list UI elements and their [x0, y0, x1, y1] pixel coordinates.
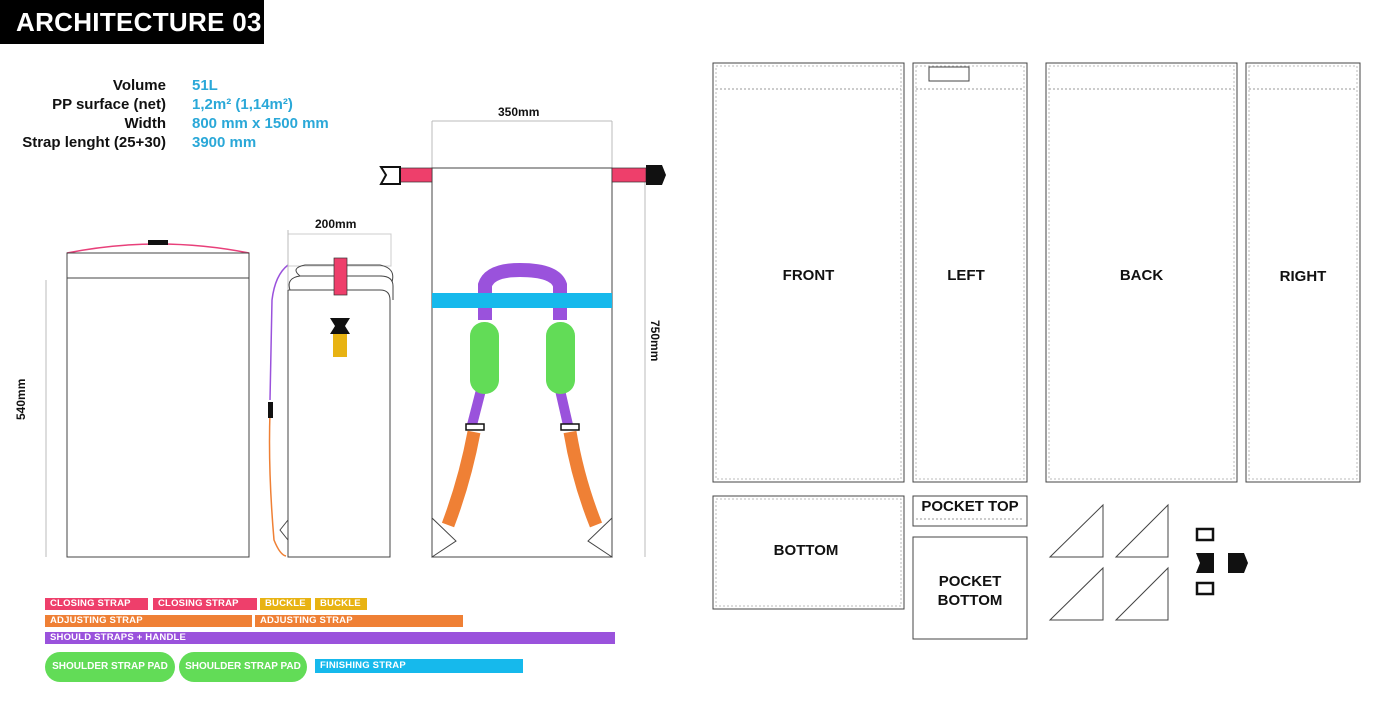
panel-label-pocket-top: POCKET TOP	[921, 498, 1019, 515]
back-strap-left-upper	[467, 388, 486, 427]
legend-shoulder-pad: SHOULDER STRAP PAD	[45, 652, 175, 682]
legend-buckle: BUCKLE	[315, 598, 367, 610]
spec-label: PP surface (net)	[52, 96, 166, 113]
panel-label-bottom: BOTTOM	[773, 542, 839, 559]
panel-label-pocket-bottom-1: POCKET	[938, 573, 1002, 590]
spec-strap-length: Strap lenght (25+30) 3900 mm	[0, 134, 380, 154]
front-view	[45, 240, 250, 558]
legend-finishing-strap: FINISHING STRAP	[315, 659, 523, 673]
buckle-female-icon	[1196, 553, 1214, 573]
panel-left	[912, 62, 1028, 483]
back-strap-right-upper	[555, 388, 573, 427]
legend-closing-strap: CLOSING STRAP	[45, 598, 148, 610]
panel-bottom	[712, 495, 905, 610]
panel-right	[1245, 62, 1361, 483]
spec-pp-surface: PP surface (net) 1,2m² (1,14m²)	[0, 96, 380, 116]
panel-front	[712, 62, 905, 483]
dimension-back-width: 350mm	[498, 105, 540, 119]
side-adjusting-strap	[268, 411, 287, 557]
legend-buckle: BUCKLE	[260, 598, 311, 610]
corner-piece-3	[1048, 566, 1104, 621]
panel-left-label-patch	[928, 66, 970, 82]
spec-volume: Volume 51L	[0, 77, 380, 97]
legend-adjusting-strap: ADJUSTING STRAP	[255, 615, 463, 627]
spec-label: Strap lenght (25+30)	[22, 134, 166, 151]
spec-label: Volume	[112, 77, 166, 94]
buckle-male-icon	[1228, 553, 1248, 573]
back-finishing-strap	[432, 293, 612, 308]
dimension-front-height: 540mm	[14, 378, 28, 420]
pattern-panels	[712, 62, 1361, 640]
side-buckle-strap	[333, 334, 347, 357]
spec-value: 51L	[192, 77, 218, 94]
back-adjusting-strap-right	[563, 430, 603, 528]
back-corner-right	[587, 516, 613, 558]
side-roll-top	[288, 275, 394, 300]
legend-should-straps: SHOULD STRAPS + HANDLE	[45, 632, 615, 644]
side-closing-strap	[333, 257, 348, 296]
spec-width: Width 800 mm x 1500 mm	[0, 115, 380, 135]
panel-label-pocket-bottom-2: BOTTOM	[937, 592, 1003, 609]
closing-strap-curve	[66, 243, 250, 254]
back-buckle-right-strap-icon	[560, 423, 580, 431]
spec-value: 800 mm x 1500 mm	[192, 115, 329, 132]
legend-closing-strap: CLOSING STRAP	[153, 598, 257, 610]
back-buckle-right-icon	[646, 165, 666, 185]
front-roll-top	[66, 252, 250, 279]
spec-value: 1,2m² (1,14m²)	[192, 96, 293, 113]
back-view	[379, 120, 666, 558]
side-buckle-icon	[330, 318, 350, 334]
side-corner	[279, 518, 289, 542]
side-body	[287, 289, 391, 558]
back-buckle-left-strap-icon	[465, 423, 485, 431]
panel-label-back: BACK	[1119, 267, 1164, 284]
legend-adjusting-strap: ADJUSTING STRAP	[45, 615, 252, 627]
corner-piece-1	[1048, 503, 1104, 558]
dimension-side-width: 200mm	[315, 217, 357, 231]
back-corner-left	[431, 516, 457, 558]
back-closing-strap-right	[611, 167, 647, 183]
corner-piece-4	[1114, 566, 1169, 621]
legend-shoulder-pad: SHOULDER STRAP PAD	[179, 652, 307, 682]
panel-label-front: FRONT	[782, 267, 835, 284]
corner-piece-2	[1114, 503, 1169, 558]
back-pad-left	[470, 322, 499, 394]
side-handle-strap	[269, 264, 289, 401]
back-adjusting-strap-left	[441, 430, 481, 528]
back-body	[431, 167, 613, 558]
front-buckle-icon	[148, 240, 168, 245]
panel-back	[1045, 62, 1238, 483]
panel-label-right: RIGHT	[1279, 268, 1327, 285]
buckle-slider-icon	[1195, 527, 1215, 542]
panel-pocket-bottom	[912, 536, 1028, 640]
back-handle	[478, 262, 567, 320]
back-pad-right	[546, 322, 575, 394]
spec-label: Width	[124, 115, 166, 132]
spec-value: 3900 mm	[192, 134, 257, 151]
back-closing-strap-left	[399, 167, 433, 183]
front-body	[66, 277, 250, 558]
panel-label-left: LEFT	[947, 267, 985, 284]
page-title: ARCHITECTURE 03	[0, 0, 264, 44]
panel-pocket-top	[912, 495, 1028, 527]
back-buckle-left-icon	[379, 166, 401, 185]
buckle-slider-icon-2	[1195, 581, 1215, 596]
side-strap-buckle-icon	[268, 402, 273, 418]
dimension-back-height: 750mm	[648, 320, 662, 362]
side-view	[268, 230, 394, 558]
